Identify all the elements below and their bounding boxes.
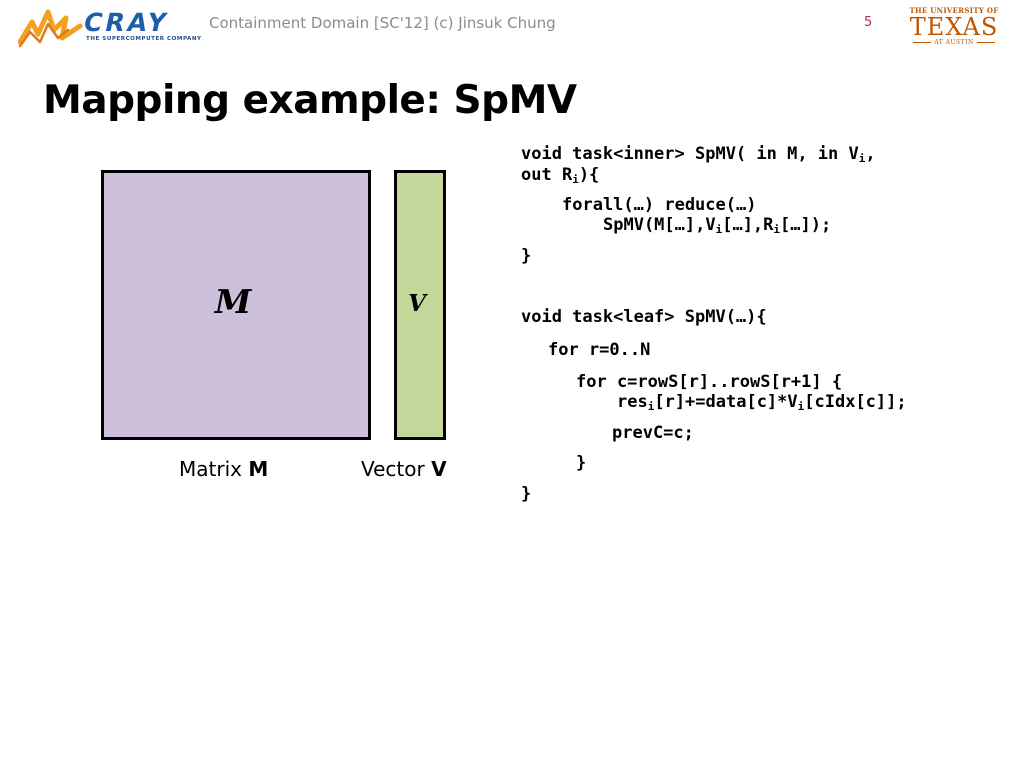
code-line-1a: void task<inner> SpMV( in M, in Vi, [521, 144, 876, 165]
matrix-caption: Matrix M [179, 457, 268, 481]
code-line-1b: out Ri){ [521, 165, 600, 186]
matrix-box [101, 170, 371, 440]
vector-symbol: V [408, 290, 426, 317]
vector-caption-bold: V [431, 457, 447, 481]
code-line-9: } [576, 453, 587, 473]
code-line-2b: SpMV(M[…],Vi[…],Ri[…]); [603, 215, 832, 236]
ut-logo-rule-left [913, 42, 932, 43]
cray-bolt-icon [18, 9, 83, 48]
ut-logo-line1: THE UNIVERSITY OF [909, 6, 999, 15]
slide-number: 5 [864, 15, 873, 30]
cray-tagline: THE SUPERCOMPUTER COMPANY [86, 36, 202, 42]
vector-box [394, 170, 446, 440]
ut-logo-line3-row: AT AUSTIN [904, 39, 1004, 46]
code-line-6: for c=rowS[r]..rowS[r+1] { [576, 372, 843, 392]
code-line-4: void task<leaf> SpMV(…){ [521, 307, 767, 327]
ut-logo-line3: AT AUSTIN [934, 39, 974, 46]
code-line-5: for r=0..N [548, 340, 651, 360]
ut-logo-rule-right [976, 42, 995, 43]
code-line-8: prevC=c; [612, 423, 694, 443]
cray-wordmark: CRAY [81, 8, 172, 37]
slide-title: Mapping example: SpMV [43, 78, 577, 123]
ut-logo-line2: TEXAS [909, 13, 999, 41]
code-line-3: } [521, 246, 532, 266]
ut-austin-logo: THE UNIVERSITY OF TEXAS AT AUSTIN [904, 6, 1004, 52]
matrix-symbol: M [214, 282, 252, 321]
header-text: Containment Domain [SC'12] (c) Jinsuk Ch… [209, 14, 556, 32]
code-line-7: resi[r]+=data[c]*Vi[cIdx[c]]; [617, 392, 907, 413]
matrix-caption-text: Matrix [179, 457, 249, 481]
vector-caption-text: Vector [361, 457, 432, 481]
cray-logo: CRAY THE SUPERCOMPUTER COMPANY [18, 8, 208, 50]
code-line-10: } [521, 484, 532, 504]
vector-caption: Vector V [361, 457, 447, 481]
matrix-caption-bold: M [248, 457, 269, 481]
code-line-2a: forall(…) reduce(…) [562, 195, 757, 215]
